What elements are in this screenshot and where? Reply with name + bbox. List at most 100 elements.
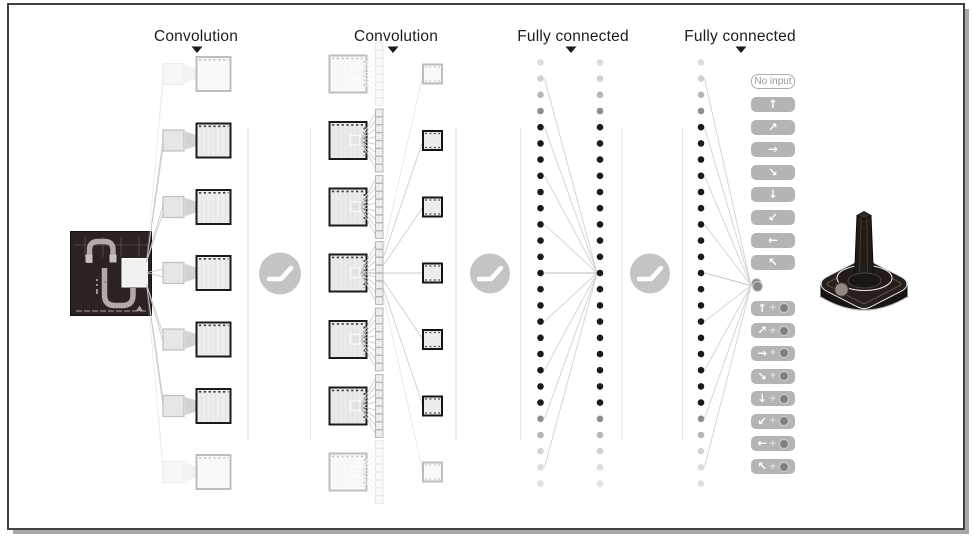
fc-unit-dot: [537, 253, 544, 261]
fc-unit-dot: [537, 302, 544, 309]
action-left-button: ←: [751, 232, 795, 248]
fc-unit-dot: [697, 350, 705, 358]
plus-sign: +: [769, 348, 777, 359]
conv1-kernel: [162, 394, 185, 418]
conv2-kernel-slice: [375, 495, 384, 504]
conv2-patch: [349, 333, 361, 345]
conv1-kernel: [162, 129, 185, 152]
fire-circle-icon: [752, 281, 763, 292]
conv2-row: [328, 42, 384, 106]
action-down-right-fire-button: ↘+: [751, 368, 795, 384]
action-down-fire-button: ↓+: [751, 391, 795, 407]
fc-unit-dot: [596, 334, 604, 342]
fc-unit-dot: [596, 480, 604, 487]
action-right-button: →: [751, 142, 795, 158]
conv1-feature-map: [195, 454, 232, 490]
fc2-connection: [704, 285, 752, 371]
fc-unit-dot: [596, 350, 604, 358]
fc-unit-dot: [596, 59, 604, 66]
label-fully-connected-2: Fully connected: [684, 28, 796, 45]
action-no-input-button: No input: [751, 74, 795, 90]
conv2-kernel-slice: [375, 440, 384, 449]
fire-circle-icon: [778, 393, 789, 404]
joystick-fire-button-icon: [833, 281, 850, 298]
arrow-down-left-icon: ↙: [768, 210, 778, 224]
conv2-patch: [349, 68, 361, 80]
fc-unit-dot: [596, 172, 604, 180]
conv2-kernel-slice: [375, 230, 384, 239]
arrow-right-fire-icon: →: [757, 345, 768, 360]
action-up-right-button: ↗: [751, 119, 795, 135]
plus-sign: +: [769, 438, 777, 449]
fc-unit-dot: [596, 107, 604, 115]
fc-unit-dot: [596, 140, 604, 147]
action-up-button: ↑: [751, 96, 795, 112]
conv1-row: [146, 189, 232, 263]
conv1-kernel: [162, 460, 185, 484]
conv1-kernel: [162, 328, 185, 351]
fc2-column: [697, 59, 705, 487]
fc-unit-dot: [596, 156, 604, 163]
arrow-down-left-fire-icon: ↙: [757, 413, 768, 428]
conv2-kernel-slice: [375, 163, 384, 173]
arrow-up-fire-icon: ↑: [757, 300, 768, 315]
fc-unit-dot: [596, 366, 604, 374]
relu-activation-icon: [630, 253, 670, 294]
conv2-output-map: [422, 196, 443, 218]
fc1-connection: [544, 272, 598, 322]
atari-screen-input: [70, 231, 152, 316]
fire-circle-icon: [778, 461, 789, 472]
arrow-down-icon: ↓: [768, 187, 778, 202]
conv2-kernel-slice: [375, 89, 384, 98]
fc-unit-dot: [537, 383, 544, 390]
fc-unit-dot: [537, 237, 544, 244]
fc-unit-dot: [596, 204, 604, 212]
conv2-row: [328, 374, 384, 438]
conv2-kernel-slice: [375, 65, 384, 75]
fc1-column-a: [537, 59, 544, 487]
fc-unit-dot: [697, 75, 705, 82]
receptive-field-patch: [121, 258, 148, 288]
arrow-down-right-fire-icon: ↘: [757, 368, 768, 383]
fc-unit-dot: [537, 480, 544, 487]
arrow-up-right-icon: ↗: [768, 119, 778, 134]
fc2-connection: [704, 224, 752, 286]
fc-unit-dot: [596, 431, 604, 439]
conv2-patch: [349, 134, 361, 146]
conv1-row: [146, 56, 232, 263]
fire-circle-icon: [778, 348, 789, 359]
fc2-connection: [704, 272, 752, 286]
plus-sign: +: [769, 303, 777, 314]
label-arrow-down-icon: [191, 46, 203, 53]
conv2-output-map: [422, 395, 443, 417]
fc-unit-dot: [596, 464, 604, 471]
conv1-row: [146, 255, 232, 291]
fc-unit-dot: [537, 59, 544, 66]
label-convolution-1: Convolution: [153, 28, 239, 45]
fc-unit-dot: [697, 415, 705, 423]
fire-circle-icon: [778, 371, 789, 381]
fc-unit-dot: [697, 59, 705, 66]
conv2-kernel-slice: [375, 42, 384, 51]
fc1-connection: [544, 272, 598, 419]
fc-unit-dot: [537, 221, 544, 228]
fire-circle-icon: [778, 438, 789, 449]
conv1-feature-map: [195, 56, 232, 92]
fc-unit-dot: [537, 204, 544, 212]
fc-unit-dot: [596, 447, 604, 455]
action-down-left-fire-button: ↙+: [751, 413, 795, 429]
conv1-row: [146, 122, 232, 263]
fc-unit-dot: [596, 302, 604, 309]
conv2-row: [328, 440, 384, 504]
fc-unit-dot: [697, 464, 705, 471]
conv1-row: [146, 283, 232, 490]
conv2-kernel-slice: [375, 463, 384, 473]
fc-unit-dot: [697, 334, 705, 342]
conv2-kernel-slice: [375, 455, 384, 465]
conv1-row: [146, 283, 232, 424]
fc-unit-dot: [537, 350, 544, 358]
conv2-row: [328, 175, 384, 239]
fc1-connection: [544, 272, 598, 371]
